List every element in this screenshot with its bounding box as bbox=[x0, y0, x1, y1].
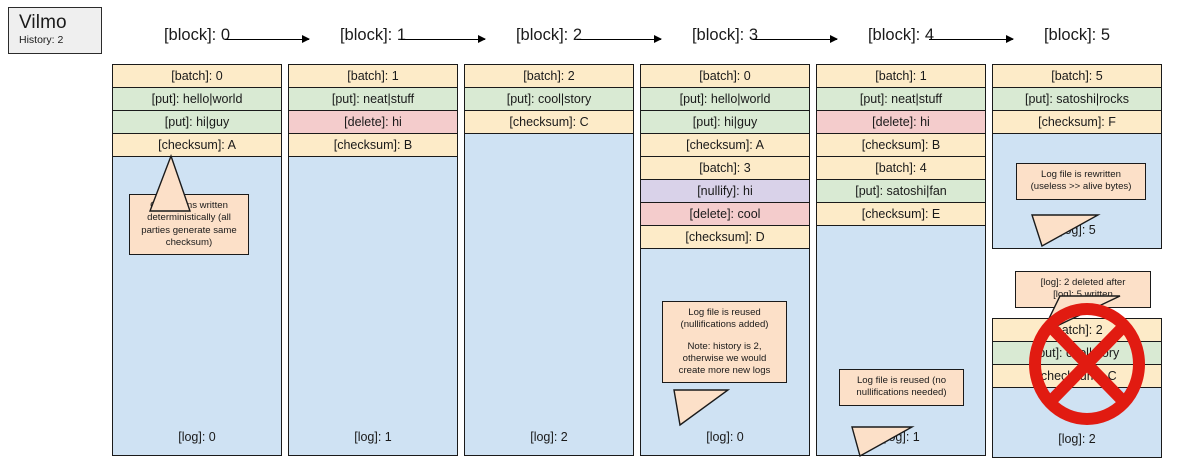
block-group-3-0[interactable]: [batch]: 0 [put]: hello|world [put]: hi|… bbox=[640, 64, 810, 456]
block-group-1-0[interactable]: [batch]: 1 [put]: neat|stuff [delete]: h… bbox=[288, 64, 458, 456]
entry-row: [put]: satoshi|fan bbox=[817, 180, 985, 203]
block-label-2: [block]: 2 bbox=[515, 26, 583, 44]
entry-row: [batch]: 1 bbox=[289, 65, 457, 88]
log-label: [log]: 1 bbox=[354, 430, 392, 444]
callout-tail-log2-deleted bbox=[1016, 295, 1126, 345]
callout-line: otherwise we would bbox=[682, 352, 767, 364]
log-area: [log]: 2 bbox=[465, 134, 633, 455]
entry-row: [put]: neat|stuff bbox=[817, 88, 985, 111]
callout-line: [log]: 2 deleted after bbox=[1040, 277, 1126, 288]
block-label-3: [block]: 3 bbox=[691, 26, 759, 44]
entry-row: [checksum]: C bbox=[993, 365, 1161, 388]
block-arrow-4-5 bbox=[929, 35, 1014, 44]
callout-line: deterministically (all bbox=[147, 212, 231, 224]
callout-log-reused-nullifications: Log file is reused (nullifications added… bbox=[662, 301, 787, 384]
entry-row: [put]: hello|world bbox=[641, 88, 809, 111]
column-4: [batch]: 1 [put]: neat|stuff [delete]: h… bbox=[816, 64, 986, 458]
entry-row: [checksum]: A bbox=[641, 134, 809, 157]
callout-line: Log file is reused (no bbox=[856, 375, 947, 386]
log-area: [log]: 2 bbox=[993, 388, 1161, 457]
entry-row: [checksum]: A bbox=[113, 134, 281, 157]
log-area: [log]: 1 bbox=[289, 157, 457, 455]
entry-row: [put]: satoshi|rocks bbox=[993, 88, 1161, 111]
log-label: [log]: 0 bbox=[706, 430, 744, 444]
callout-line: Operations written bbox=[150, 200, 228, 211]
entry-row: [checksum]: F bbox=[993, 111, 1161, 134]
log-area: [log]: 1 bbox=[817, 226, 985, 455]
entry-row: [put]: hi|guy bbox=[641, 111, 809, 134]
entry-row: [put]: neat|stuff bbox=[289, 88, 457, 111]
callout-line: [log]: 5 written bbox=[1053, 289, 1113, 301]
callout-log2-deleted: [log]: 2 deleted after [log]: 5 written bbox=[1015, 271, 1151, 308]
block-label-1: [block]: 1 bbox=[339, 26, 407, 44]
entry-row: [batch]: 4 bbox=[817, 157, 985, 180]
column-2: [batch]: 2 [put]: cool|story [checksum]:… bbox=[464, 64, 634, 456]
callout-tail-log-rewritten bbox=[1030, 214, 1110, 254]
entry-row: [put]: cool|story bbox=[993, 342, 1161, 365]
entry-row: [checksum]: C bbox=[465, 111, 633, 134]
entry-row: [checksum]: D bbox=[641, 226, 809, 249]
column-5: [batch]: 5 [put]: satoshi|rocks [checksu… bbox=[992, 64, 1162, 458]
block-arrow-0-1 bbox=[225, 35, 310, 44]
entry-row: [put]: hi|guy bbox=[113, 111, 281, 134]
callout-line: parties generate same bbox=[141, 224, 237, 236]
entry-row: [delete]: hi bbox=[817, 111, 985, 134]
entry-row: [checksum]: B bbox=[817, 134, 985, 157]
app-name: Vilmo bbox=[19, 12, 67, 33]
callout-line: nullifications needed) bbox=[856, 387, 947, 399]
callout-tail-log-reused-no-nullifications bbox=[850, 426, 930, 466]
entry-row: [delete]: cool bbox=[641, 203, 809, 226]
column-3: [batch]: 0 [put]: hello|world [put]: hi|… bbox=[640, 64, 810, 456]
entry-row: [nullify]: hi bbox=[641, 180, 809, 203]
column-0: [batch]: 0 [put]: hello|world [put]: hi|… bbox=[112, 64, 282, 456]
block-group-2-0[interactable]: [batch]: 2 [put]: cool|story [checksum]:… bbox=[464, 64, 634, 456]
entry-row: [delete]: hi bbox=[289, 111, 457, 134]
callout-line: Log file is reused bbox=[688, 307, 761, 318]
entry-row: [batch]: 5 bbox=[993, 65, 1161, 88]
block-arrow-3-4 bbox=[753, 35, 838, 44]
block-label-4: [block]: 4 bbox=[867, 26, 935, 44]
block-arrow-1-2 bbox=[401, 35, 486, 44]
callout-line: checksum) bbox=[165, 236, 213, 248]
callout-line: create more new logs bbox=[678, 365, 771, 377]
callout-line: Note: history is 2, bbox=[687, 340, 762, 352]
block-label-0: [block]: 0 bbox=[163, 26, 231, 44]
entry-row: [batch]: 3 bbox=[641, 157, 809, 180]
app-title-badge: Vilmo History: 2 bbox=[8, 7, 102, 54]
block-arrow-2-3 bbox=[577, 35, 662, 44]
log-label: [log]: 2 bbox=[530, 430, 568, 444]
log-label: [log]: 2 bbox=[1058, 432, 1096, 446]
callout-log-rewritten: Log file is rewritten (useless >> alive … bbox=[1016, 163, 1146, 200]
entry-row: [checksum]: B bbox=[289, 134, 457, 157]
log-label: [log]: 0 bbox=[178, 430, 216, 444]
entry-row: [put]: cool|story bbox=[465, 88, 633, 111]
column-1: [batch]: 1 [put]: neat|stuff [delete]: h… bbox=[288, 64, 458, 456]
callout-line: (nullifications added) bbox=[680, 319, 769, 331]
entry-row: [checksum]: E bbox=[817, 203, 985, 226]
app-history-label: History: 2 bbox=[19, 34, 64, 46]
callout-line: Log file is rewritten bbox=[1041, 169, 1121, 180]
callout-tail-log-reused-nullifications bbox=[672, 389, 742, 439]
callout-line: (useless >> alive bytes) bbox=[1030, 181, 1132, 193]
callout-tail-deterministic bbox=[142, 153, 202, 215]
entry-row: [put]: hello|world bbox=[113, 88, 281, 111]
entry-row: [batch]: 1 bbox=[817, 65, 985, 88]
block-group-0-0[interactable]: [batch]: 0 [put]: hello|world [put]: hi|… bbox=[112, 64, 282, 456]
callout-log-reused-no-nullifications: Log file is reused (no nullifications ne… bbox=[839, 369, 964, 406]
entry-row: [batch]: 2 bbox=[465, 65, 633, 88]
entry-row: [batch]: 0 bbox=[641, 65, 809, 88]
entry-row: [batch]: 0 bbox=[113, 65, 281, 88]
block-chain-header: [block]: 0 [block]: 1 [block]: 2 [block]… bbox=[112, 22, 1170, 48]
block-label-5: [block]: 5 bbox=[1043, 26, 1111, 44]
callout-deterministic: Operations written deterministically (al… bbox=[129, 194, 249, 256]
